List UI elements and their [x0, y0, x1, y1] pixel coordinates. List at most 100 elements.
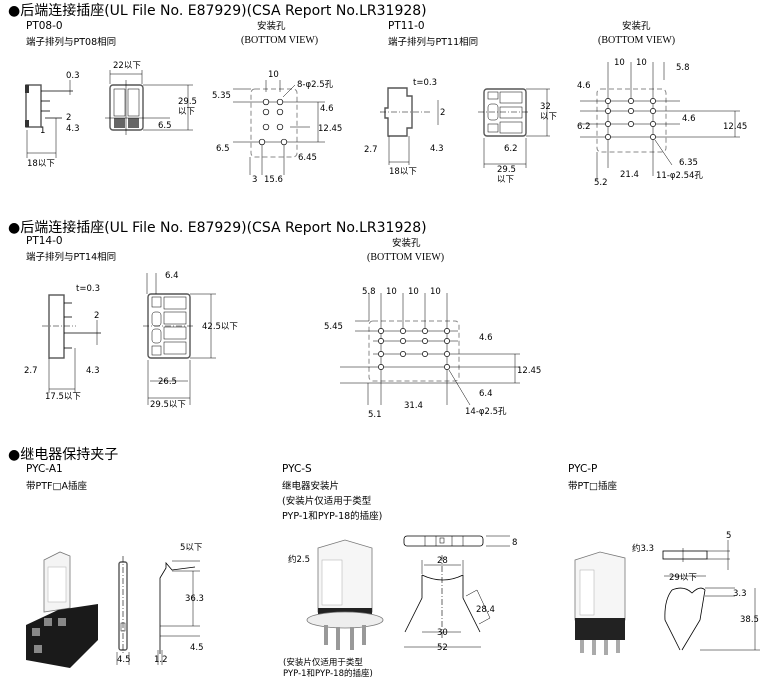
dim-pt11-18: 18以下	[389, 167, 417, 177]
dim-pyc-a1-5: 5以下	[180, 543, 203, 553]
dim-pt08bv-holes: 8-φ2.5孔	[297, 80, 334, 90]
dim-pyc-a1-36-3: 36.3	[185, 594, 204, 604]
note-pyc-s-1: 继电器安装片	[282, 480, 339, 492]
dim-pt11bv-10b: 10	[636, 58, 647, 68]
note-pyc-a1: 带PTF□A插座	[26, 480, 87, 492]
pt11-front-view	[478, 88, 550, 168]
dim-pt14bv-holes: 14-φ2.5孔	[465, 407, 507, 417]
dim-pyc-s-28-4: 28.4	[476, 605, 495, 615]
section-heading-rear-socket-1: ●后端连接插座(UL File No. E87929)(CSA Report N…	[8, 2, 427, 19]
model-pt14: PT14-0	[26, 235, 63, 247]
pyc-p-photo	[574, 551, 626, 655]
pyc-p-clip-drawing	[662, 540, 760, 651]
model-pyc-a1: PYC-A1	[26, 463, 63, 475]
dim-pt14-6-4: 6.4	[165, 271, 179, 281]
dim-pyc-s-30: 30	[437, 628, 448, 638]
dim-pt08bv-3: 3	[252, 175, 257, 185]
dim-pt11bv-12-45: 12.45	[723, 122, 747, 132]
dim-pt14bv-5-1: 5.1	[368, 410, 382, 420]
dim-pyc-s-approx-2-5: 约2.5	[288, 554, 310, 565]
dim-pyc-p-29: 29以下	[669, 573, 697, 583]
pt08-bottom-view-subtitle: (BOTTOM VIEW)	[241, 35, 318, 46]
dim-pyc-s-8: 8	[512, 538, 517, 548]
dim-pt14-t: t=0.3	[76, 284, 100, 294]
dim-pt11bv-5-8: 5.8	[676, 63, 690, 73]
pt08-side-view	[25, 80, 73, 158]
pt11-side-view	[380, 87, 439, 165]
dim-pt08-2: 2	[66, 113, 71, 123]
model-pt11: PT11-0	[388, 20, 425, 32]
model-pyc-p: PYC-P	[568, 463, 597, 475]
dim-pyc-a1-4-5b: 4.5	[190, 643, 204, 653]
dim-pyc-p-5: 5	[726, 531, 731, 541]
dim-pt11bv-10a: 10	[614, 58, 625, 68]
dim-pyc-a1-4-5a: 4.5	[117, 655, 131, 665]
dim-pt08-22: 22以下	[113, 61, 141, 71]
pt11-mounting-holes	[580, 62, 740, 180]
dim-pt11-32-below: 以下	[540, 112, 558, 122]
dim-pt08-1: 1	[40, 126, 45, 136]
dim-pt11-29-5: 29.5	[497, 165, 516, 175]
dim-pt08-18: 18以下	[27, 159, 55, 169]
pt14-bottom-view-subtitle: (BOTTOM VIEW)	[367, 252, 444, 263]
note-pyc-s-3: PYP-1和PYP-18的插座)	[282, 510, 382, 522]
pt14-mounting-holes	[340, 293, 520, 406]
dim-pt14-26-5: 26.5	[158, 377, 177, 387]
dim-pt14-42-5: 42.5以下	[202, 322, 238, 332]
dim-pt14bv-12-45: 12.45	[517, 366, 541, 376]
note-pt14: 端子排列与PT14相同	[26, 251, 116, 263]
dim-pt08-29-5: 29.5	[178, 97, 197, 107]
section-heading-relay-clip: ●继电器保持夹子	[8, 447, 118, 463]
dim-pt11-4-3: 4.3	[430, 144, 444, 154]
dim-pt14-17-5: 17.5以下	[45, 392, 81, 402]
dim-pt14bv-10a: 10	[386, 287, 397, 297]
dim-pt11bv-5-2: 5.2	[594, 178, 608, 188]
pyc-s-caption-1: (安装片仅适用于类型	[283, 657, 363, 668]
dim-pyc-p-38-5: 38.5	[740, 615, 759, 625]
dim-pt11-6-2: 6.2	[504, 144, 518, 154]
dim-pt11-2: 2	[440, 108, 445, 118]
dim-pt11bv-4-6b: 4.6	[682, 114, 696, 124]
dim-pt08-6-5: 6.5	[158, 121, 172, 131]
dim-pt08bv-10: 10	[268, 70, 279, 80]
dim-pt08bv-4-6: 4.6	[320, 104, 334, 114]
dim-pt08bv-6-45: 6.45	[298, 153, 317, 163]
dim-pyc-p-3-3: 3.3	[733, 589, 747, 599]
dim-pt11bv-21-4: 21.4	[620, 170, 639, 180]
pyc-s-clip-drawing	[403, 535, 510, 648]
dim-pt11bv-6-2: 6.2	[577, 122, 591, 132]
dim-pt14bv-10b: 10	[408, 287, 419, 297]
dim-pt14bv-5-8: 5.8	[362, 287, 376, 297]
dim-pt11bv-6-35: 6.35	[679, 158, 698, 168]
dim-pt14-4-3: 4.3	[86, 366, 100, 376]
dim-pt08-29-5-below: 以下	[178, 107, 196, 117]
pyc-a1-photo	[26, 551, 98, 668]
dim-pt14bv-5-45: 5.45	[324, 322, 343, 332]
dim-pt14bv-31-4: 31.4	[404, 401, 423, 411]
dim-pt08-4-3: 4.3	[66, 124, 80, 134]
note-pt08: 端子排列与PT08相同	[26, 36, 116, 48]
dim-pt14bv-6-4: 6.4	[479, 389, 493, 399]
pyc-a1-front-view	[116, 556, 130, 665]
dim-pt14bv-4-6: 4.6	[479, 333, 493, 343]
dim-pt11-t: t=0.3	[413, 78, 437, 88]
dim-pyc-s-28: 28	[437, 556, 448, 566]
pt11-bottom-view-subtitle: (BOTTOM VIEW)	[598, 35, 675, 46]
pt14-side-view	[42, 294, 101, 393]
pt11-bottom-view-title: 安装孔	[622, 20, 651, 32]
dim-pt08-0-3: 0.3	[66, 71, 80, 81]
dim-pt11-32: 32	[540, 102, 551, 112]
dim-pt11-29-5-below: 以下	[497, 175, 515, 185]
dim-pt14-2-7: 2.7	[24, 366, 38, 376]
pyc-a1-side-view	[157, 560, 200, 665]
note-pyc-p: 带PT□插座	[568, 480, 618, 492]
dim-pt11bv-holes: 11-φ2.54孔	[656, 171, 703, 181]
model-pyc-s: PYC-S	[282, 463, 312, 475]
dim-pt14-29-5: 29.5以下	[150, 400, 186, 410]
note-pt11: 端子排列与PT11相同	[388, 36, 478, 48]
model-pt08: PT08-0	[26, 20, 63, 32]
pt08-bottom-view-title: 安装孔	[257, 20, 286, 32]
dim-pt08bv-12-45: 12.45	[318, 124, 342, 134]
pt08-front-view	[105, 70, 193, 135]
